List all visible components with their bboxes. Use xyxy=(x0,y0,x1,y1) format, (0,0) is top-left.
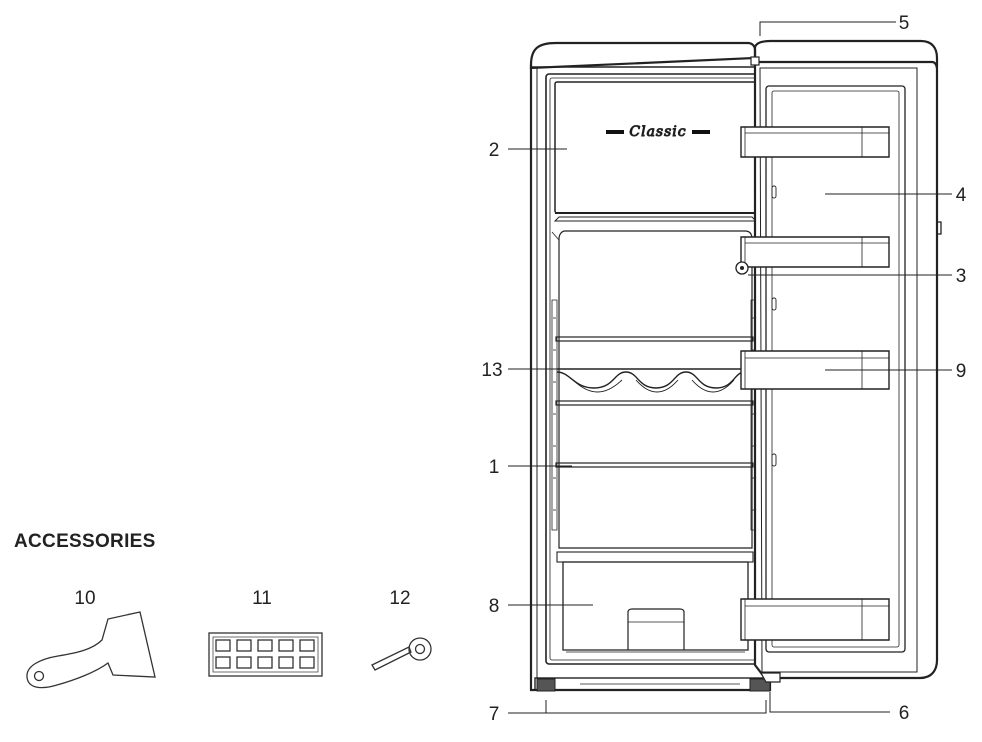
callout-6: 6 xyxy=(899,703,910,724)
accessories-heading: ACCESSORIES xyxy=(14,531,156,552)
callout-labels: 5 2 4 3 13 9 1 8 7 6 xyxy=(481,13,966,725)
leveling-wrench-icon xyxy=(371,637,432,671)
callout-8: 8 xyxy=(489,596,500,617)
callout-4: 4 xyxy=(956,185,967,206)
callout-9: 9 xyxy=(956,361,967,382)
accessory-number-10: 10 xyxy=(74,588,95,609)
brand-logo: Classic xyxy=(629,124,686,140)
callout-2: 2 xyxy=(489,140,500,161)
ice-cube-tray-icon xyxy=(208,632,323,677)
callout-1: 1 xyxy=(489,457,500,478)
callout-13: 13 xyxy=(481,360,502,381)
refrigerator-body: Classic xyxy=(529,39,939,692)
callout-3: 3 xyxy=(956,266,967,287)
callout-5: 5 xyxy=(899,13,910,34)
accessories-section: ACCESSORIES 10 11 12 xyxy=(14,531,432,689)
callout-7: 7 xyxy=(489,704,500,725)
ice-scraper-icon xyxy=(26,611,156,689)
callout-leader-lines xyxy=(508,21,952,714)
accessory-number-11: 11 xyxy=(252,588,272,609)
accessory-number-12: 12 xyxy=(389,588,410,609)
